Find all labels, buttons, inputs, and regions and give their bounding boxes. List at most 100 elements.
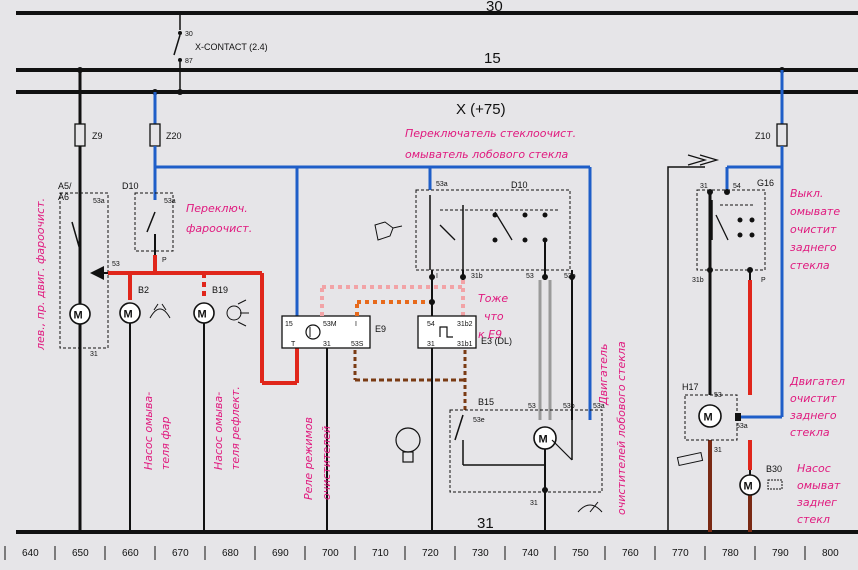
d10l-pin-53a: 53a	[164, 198, 176, 205]
pump-b2: M B2	[119, 285, 171, 532]
e9-pin-t: T	[291, 341, 296, 348]
dotted-links	[320, 280, 467, 412]
annotation-headlamp-switch: Переключ. фароочист.	[186, 202, 252, 235]
e3-pin-31: 31	[427, 341, 435, 348]
grid-label: 720	[422, 548, 439, 559]
grid-label: 770	[672, 548, 689, 559]
annotation-front-switch: Переключатель стеклоочист. омыватель лоб…	[405, 127, 580, 161]
b19-label: B19	[212, 285, 228, 295]
x-contact-pin-30: 30	[185, 31, 193, 38]
fuse-z20-label: Z20	[166, 131, 182, 141]
switch-d10-left: D10 53a P	[122, 181, 176, 272]
annotation-relay: Реле режимов очистителей	[302, 413, 333, 500]
rear-window-icon	[676, 451, 704, 467]
b15-pin-53b: 53b	[563, 403, 575, 410]
supply-z9: Z9	[74, 67, 103, 532]
b15-pin-53a: 53a	[593, 403, 605, 410]
h17-pin-53: 53	[714, 392, 722, 399]
annotation-rear-switch: Выкл. омывате очистит заднего стекла	[790, 187, 844, 272]
motor-h17: H17 53 53a 31 M	[676, 382, 748, 467]
grid-label: 690	[272, 548, 289, 559]
h17-pin-53a: 53a	[736, 423, 748, 430]
relay-e9: 15 53M I T 31 53S E9	[281, 315, 386, 532]
g16-pin-31: 31	[700, 183, 708, 190]
grid-label: 650	[72, 548, 89, 559]
e9-pin-15: 15	[285, 321, 293, 328]
bus-30-label: 30	[486, 0, 503, 15]
fuse-z9-label: Z9	[92, 131, 103, 141]
svg-text:M: M	[744, 481, 753, 493]
bus-15-label: 15	[484, 50, 501, 67]
h17-label: H17	[682, 382, 699, 392]
supply-z10: Z10	[725, 67, 788, 419]
svg-text:M: M	[539, 434, 548, 446]
wiper-icon	[577, 501, 603, 513]
annotation-rear-motor: Двигател очистит заднего стекла	[789, 375, 848, 439]
d10r-pin-i: I	[436, 273, 438, 280]
g16-pin-54: 54	[733, 183, 741, 190]
svg-text:M: M	[74, 310, 83, 322]
x-contact-switch: 30 87 X-CONTACT (2.4)	[173, 13, 268, 95]
b15-pin-53e: 53e	[473, 417, 485, 424]
grid-label: 640	[22, 548, 39, 559]
svg-text:M: M	[124, 309, 133, 321]
rear-harness	[667, 154, 752, 532]
svg-text:M: M	[704, 412, 713, 424]
pump-b30: M B30	[739, 464, 783, 496]
annotation-front-motor: Двигатель очистителей лобового стекла	[597, 340, 628, 515]
b30-label: B30	[766, 464, 782, 474]
d10-left-label: D10	[122, 181, 139, 191]
g16-label: G16	[757, 178, 774, 188]
pump-b19: M B19	[193, 285, 249, 532]
e3-pin-31b1: 31b1	[457, 341, 473, 348]
annotation-pump-reflector: Насос омыва- теля рефлект.	[212, 386, 242, 470]
d10l-pin-p: P	[162, 257, 167, 264]
grid-label: 700	[322, 548, 339, 559]
h17-pin-31: 31	[714, 447, 722, 454]
x-contact-pin-87: 87	[185, 58, 193, 65]
annotation-rear-pump: Насос омыват заднег стекл	[797, 462, 844, 526]
grid-label: 790	[772, 548, 789, 559]
a5-pin-53: 53	[112, 261, 120, 268]
switch-d10-right: D10 53a I 31b 53 53b	[374, 180, 576, 420]
e3-pin-31b2: 31b2	[457, 321, 473, 328]
annotations: Переключатель стеклоочист. омыватель лоб…	[34, 127, 848, 526]
bus-31-label: 31	[477, 515, 494, 532]
e9-label: E9	[375, 324, 386, 334]
washer-bottle-icon	[374, 221, 403, 241]
b15-pin-53: 53	[528, 403, 536, 410]
e3-label: E3 (DL)	[481, 336, 512, 346]
module-a5-a6: A5/ A6 53a 53 31 M	[58, 181, 120, 358]
b15-pin-31: 31	[530, 500, 538, 507]
grid-label: 740	[522, 548, 539, 559]
grid-label: 800	[822, 548, 839, 559]
g16-pin-p: P	[761, 277, 766, 284]
x-contact-label: X-CONTACT (2.4)	[195, 42, 268, 52]
grid-label: 680	[222, 548, 239, 559]
motor-b15: B15 53e 53 53b 53a 31 M	[395, 397, 605, 532]
d10r-pin-31b: 31b	[471, 273, 483, 280]
switch-g16: G16 31 54 31b P	[692, 178, 774, 284]
harness-red	[108, 255, 752, 470]
supply-z20: Z20	[149, 89, 592, 420]
a5-pin-53a: 53a	[93, 198, 105, 205]
d10r-pin-53a: 53a	[436, 181, 448, 188]
grid-label: 710	[372, 548, 389, 559]
grid-label: 730	[472, 548, 489, 559]
wires-grey	[538, 280, 552, 420]
svg-text:M: M	[198, 309, 207, 321]
grid-label: 670	[172, 548, 189, 559]
e3-pin-54: 54	[427, 321, 435, 328]
e9-pin-53s: 53S	[351, 341, 364, 348]
d10r-pin-53: 53	[526, 273, 534, 280]
a5-pin-31: 31	[90, 351, 98, 358]
e9-pin-i: I	[355, 321, 357, 328]
b2-label: B2	[138, 285, 149, 295]
a5-label: A5/	[58, 181, 72, 191]
b15-label: B15	[478, 397, 494, 407]
g16-pin-31b: 31b	[692, 277, 704, 284]
annotation-pump-headlamp: Насос омыва- теля фар	[142, 388, 172, 470]
relay-e3: 54 31b2 31 31b1 E3 (DL)	[417, 280, 512, 532]
